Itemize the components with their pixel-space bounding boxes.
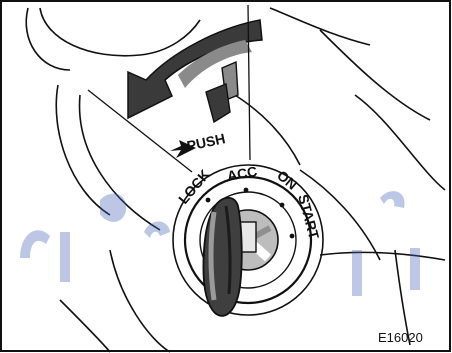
rotation-arrow [128, 20, 262, 118]
push-label: PUSH [185, 130, 226, 154]
figure-id: E16020 [378, 329, 448, 347]
push-direction-arrow [206, 62, 238, 122]
